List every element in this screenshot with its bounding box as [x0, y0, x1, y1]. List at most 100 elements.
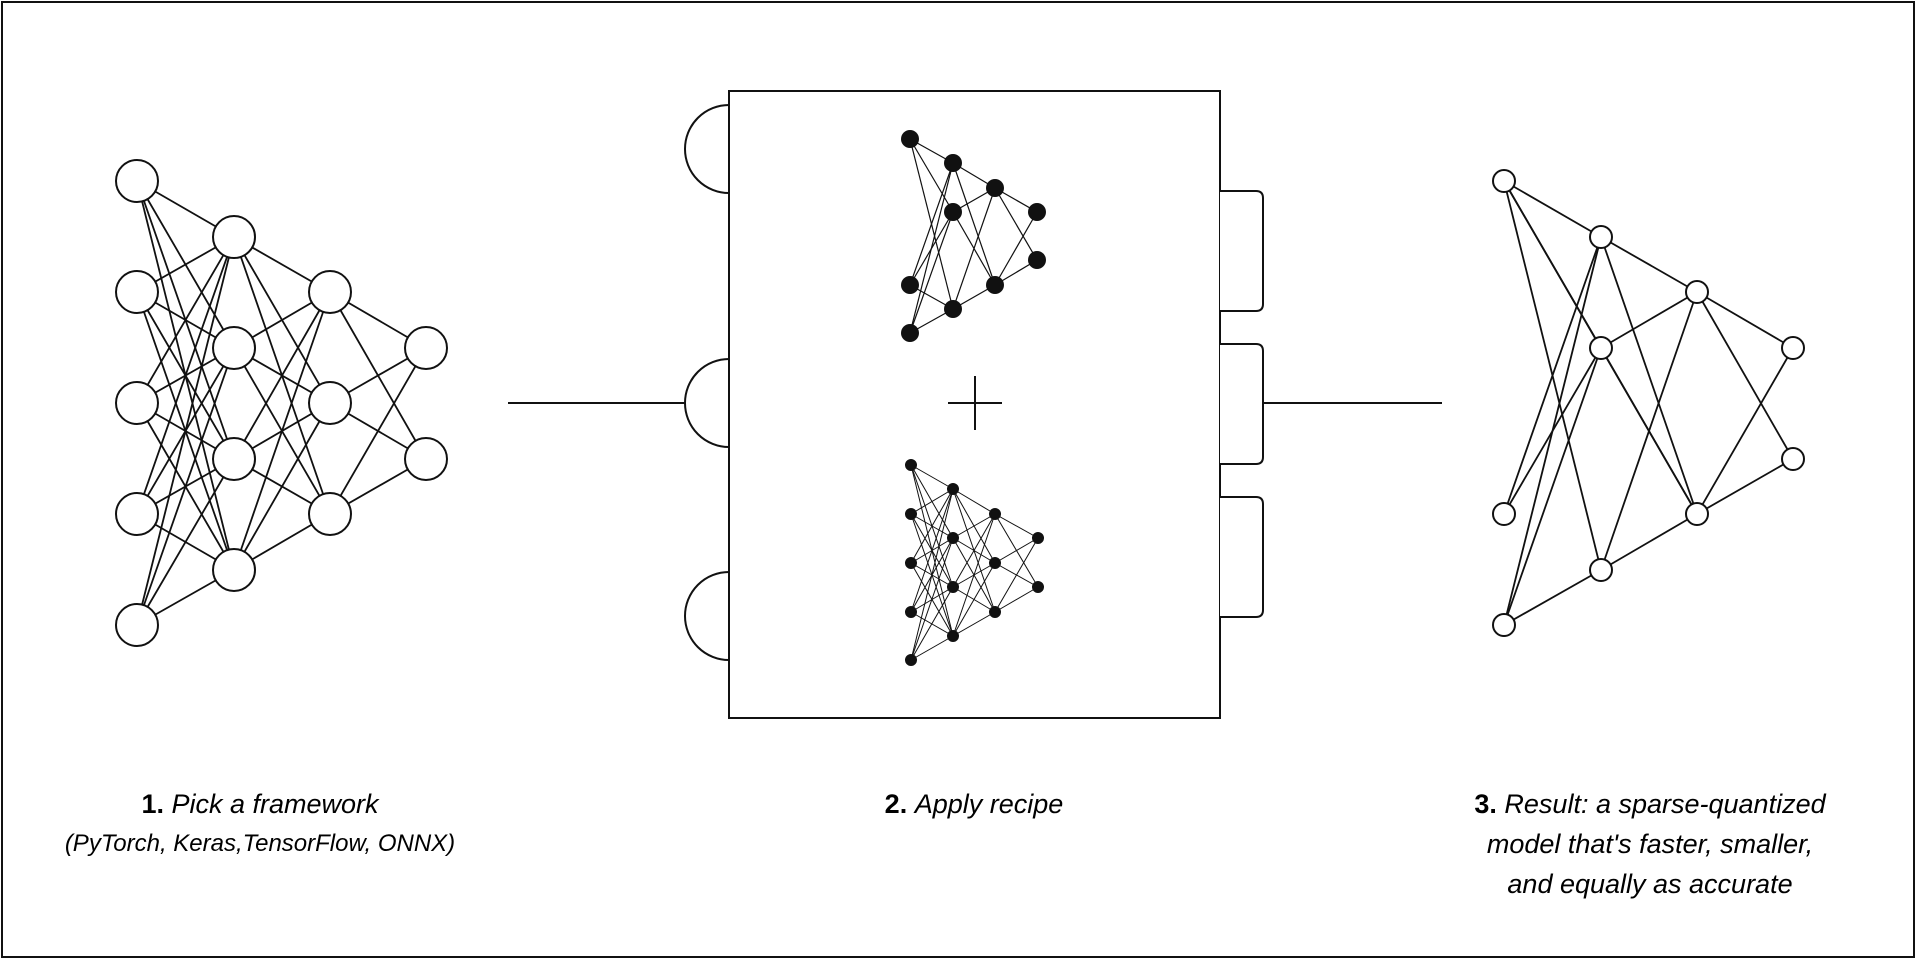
quantized-network-edge	[910, 464, 954, 490]
quantized-network-edge	[910, 488, 954, 613]
quantized-network-icon	[905, 459, 1044, 666]
step-1-caption: 1. Pick a framework (PyTorch, Keras,Tens…	[40, 784, 480, 864]
sparse-network-edge	[1600, 291, 1698, 571]
plus-icon	[948, 376, 1002, 430]
quantized-network-edge	[952, 513, 996, 539]
pruned-network-node	[986, 276, 1004, 294]
quantized-network-node	[989, 508, 1001, 520]
quantized-network-edge	[952, 611, 996, 637]
quantized-network-node	[905, 557, 917, 569]
dense-network-node	[115, 603, 159, 647]
dense-network-edge	[136, 236, 235, 404]
output-tab-3	[1220, 496, 1264, 618]
dense-network-node	[115, 492, 159, 536]
dense-network-edge	[233, 402, 331, 571]
sparse-network-edge	[1696, 347, 1794, 515]
dense-network-node	[115, 270, 159, 314]
step-3-text-line-3: and equally as accurate	[1507, 869, 1793, 899]
sparse-network-node	[1589, 558, 1613, 582]
dense-network-node	[115, 381, 159, 425]
pruned-network-node	[1028, 203, 1046, 221]
dense-network-edge	[136, 236, 235, 626]
dense-network-icon	[115, 159, 448, 647]
quantized-network-edge	[994, 586, 1039, 613]
step-1-subtext: (PyTorch, Keras,TensorFlow, ONNX)	[64, 830, 456, 857]
dense-network-edge	[136, 458, 235, 626]
sparse-network-edge	[1696, 291, 1794, 349]
pruned-network-node	[944, 154, 962, 172]
step-3-text-line-2: model that's faster, smaller,	[1486, 829, 1814, 859]
quantized-network-edge	[910, 488, 954, 515]
sparse-network-node	[1781, 447, 1805, 471]
sparse-network-edge	[1696, 458, 1794, 515]
quantized-network-edge	[910, 488, 954, 564]
pruned-network-node	[901, 324, 919, 342]
dense-network-node	[212, 326, 256, 370]
output-tab-1	[1220, 190, 1264, 312]
dense-network-node	[115, 159, 159, 203]
quantized-network-node	[989, 557, 1001, 569]
pruned-network-node	[944, 300, 962, 318]
dense-network-node	[308, 492, 352, 536]
pruned-network-edge	[909, 162, 954, 334]
sparse-network-edge	[1600, 291, 1698, 349]
quantized-network-node	[905, 606, 917, 618]
quantized-network-node	[905, 508, 917, 520]
step-2-number: 2.	[884, 789, 908, 819]
sparse-network-edge	[1600, 236, 1698, 293]
pruned-network-node	[901, 276, 919, 294]
sparse-network-edge	[1503, 569, 1602, 626]
sparse-network-edge	[1696, 291, 1794, 460]
input-port-1	[684, 104, 730, 194]
dense-network-node	[404, 326, 448, 370]
quantized-network-edge	[952, 513, 996, 588]
output-tab-2	[1220, 343, 1264, 465]
sparse-network-node	[1492, 502, 1516, 526]
input-port-2	[684, 358, 730, 448]
dense-network-node	[212, 437, 256, 481]
quantized-network-node	[989, 606, 1001, 618]
step-3-text-line-1: Result: a sparse-quantized	[1504, 789, 1826, 819]
sparse-network-edge	[1600, 513, 1698, 571]
step-3-caption: 3. Result: a sparse-quantized model that…	[1400, 784, 1900, 904]
quantized-network-edge	[952, 562, 996, 637]
step-3-number: 3.	[1474, 789, 1497, 819]
quantized-network-edge	[910, 586, 954, 661]
pruned-network-edge	[909, 162, 954, 286]
input-port-3	[684, 571, 730, 661]
pruned-network-edge	[994, 211, 1038, 286]
sparse-network-node	[1685, 502, 1709, 526]
quantized-network-node	[947, 532, 959, 544]
quantized-network-edge	[994, 513, 1039, 539]
quantized-network-node	[947, 630, 959, 642]
dense-network-node	[308, 381, 352, 425]
dense-network-edge	[136, 347, 235, 626]
quantized-network-node	[905, 459, 917, 471]
dense-network-node	[212, 215, 256, 259]
dense-network-node	[212, 548, 256, 592]
quantized-network-edge	[994, 537, 1039, 564]
sparse-network-edge	[1503, 180, 1602, 238]
quantized-network-edge	[910, 488, 954, 661]
pruned-network-node	[901, 130, 919, 148]
pruned-network-edge	[994, 187, 1038, 261]
quantized-network-edge	[910, 537, 954, 661]
quantized-network-node	[1032, 532, 1044, 544]
dense-network-edge	[233, 291, 331, 460]
dense-network-edge	[329, 347, 427, 515]
quantized-network-node	[947, 581, 959, 593]
pruned-network-node	[944, 203, 962, 221]
sparse-network-edge	[1503, 236, 1602, 626]
step-2-text: Apply recipe	[914, 789, 1064, 819]
quantized-network-edge	[952, 488, 996, 515]
sparse-network-edge	[1503, 347, 1602, 626]
sparse-network-node	[1685, 280, 1709, 304]
quantized-network-node	[1032, 581, 1044, 593]
pruned-network-icon	[901, 130, 1046, 342]
sparse-network-node	[1492, 613, 1516, 637]
sparse-network-node	[1589, 225, 1613, 249]
step-1-text: Pick a framework	[171, 789, 379, 819]
quantized-network-edge	[994, 537, 1039, 613]
